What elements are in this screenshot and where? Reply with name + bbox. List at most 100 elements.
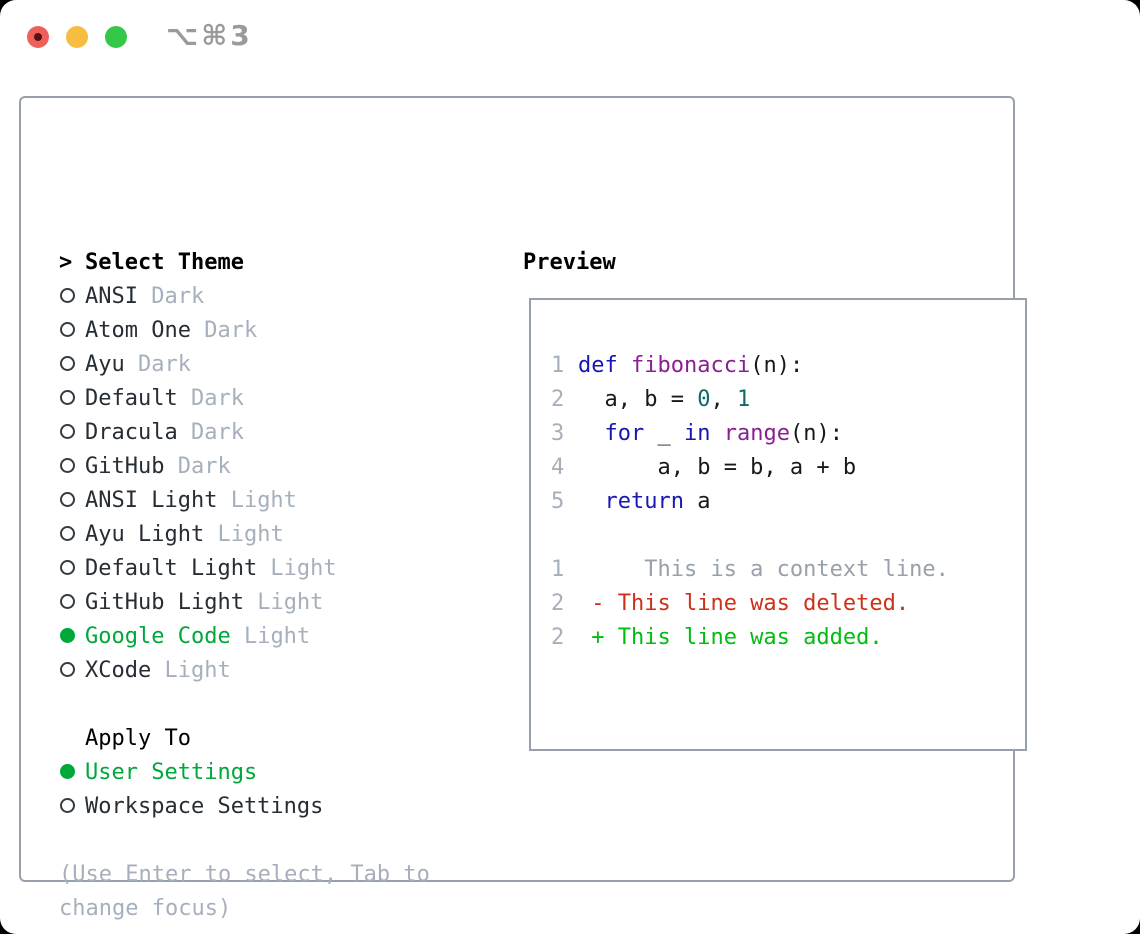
code-token: , bbox=[710, 387, 737, 412]
theme-option[interactable]: Atom One Dark bbox=[59, 314, 499, 348]
line-number: 3 bbox=[551, 421, 565, 446]
preview-title: Preview bbox=[523, 250, 616, 275]
maximize-button[interactable] bbox=[105, 26, 127, 48]
code-line: 3 for _ in range(n): bbox=[551, 417, 1025, 451]
theme-name: ANSI bbox=[85, 284, 138, 309]
diff-text: This is a context line. bbox=[578, 557, 949, 582]
select-theme-label: Select Theme bbox=[85, 250, 244, 275]
theme-name: Google Code bbox=[85, 624, 231, 649]
radio-slot bbox=[59, 756, 85, 790]
code-line: 2 a, b = 0, 1 bbox=[551, 383, 1025, 417]
apply-option-name: Workspace Settings bbox=[85, 794, 324, 819]
diff-text: - This line was deleted. bbox=[578, 591, 910, 616]
apply-to-label: Apply To bbox=[85, 726, 191, 751]
minimize-button[interactable] bbox=[66, 26, 88, 48]
theme-name: GitHub Light bbox=[85, 590, 244, 615]
radio-unselected-icon bbox=[60, 390, 75, 405]
code-token bbox=[578, 489, 605, 514]
radio-unselected-icon bbox=[60, 594, 75, 609]
close-button[interactable] bbox=[27, 26, 49, 48]
theme-variant: Light bbox=[243, 590, 324, 615]
line-number: 2 bbox=[551, 625, 565, 650]
radio-slot bbox=[59, 552, 85, 586]
theme-variant: Dark bbox=[177, 386, 244, 411]
theme-variant: Light bbox=[204, 522, 284, 547]
radio-unselected-icon bbox=[60, 424, 75, 439]
apply-option[interactable]: Workspace Settings bbox=[59, 790, 499, 824]
radio-slot bbox=[59, 280, 85, 314]
diff-text: + This line was added. bbox=[578, 625, 883, 650]
code-token: return bbox=[604, 489, 684, 514]
spacer bbox=[59, 688, 499, 722]
code-token: (n): bbox=[750, 353, 804, 378]
theme-name: GitHub bbox=[85, 454, 165, 479]
spacer bbox=[59, 824, 499, 858]
theme-option[interactable]: ANSI Light Light bbox=[59, 484, 499, 518]
radio-slot bbox=[59, 586, 85, 620]
radio-unselected-icon bbox=[60, 356, 75, 371]
code-token: _ bbox=[644, 421, 684, 446]
line-number: 1 bbox=[551, 557, 565, 582]
code-token: range bbox=[723, 421, 790, 446]
code-token bbox=[578, 421, 605, 446]
theme-option[interactable]: Ayu Dark bbox=[59, 348, 499, 382]
theme-name: XCode bbox=[85, 658, 152, 683]
line-number: 5 bbox=[551, 489, 565, 514]
code-token: for bbox=[604, 421, 645, 446]
line-number: 1 bbox=[551, 353, 565, 378]
theme-option[interactable]: ANSI Dark bbox=[59, 280, 499, 314]
code-token: 0 bbox=[697, 387, 711, 412]
radio-slot bbox=[59, 484, 85, 518]
theme-option[interactable]: GitHub Dark bbox=[59, 450, 499, 484]
theme-option[interactable]: Dracula Dark bbox=[59, 416, 499, 450]
theme-name: Atom One bbox=[85, 318, 191, 343]
code-line: 5 return a bbox=[551, 485, 1025, 519]
radio-slot bbox=[59, 382, 85, 416]
theme-name: Default bbox=[85, 386, 178, 411]
theme-option[interactable]: XCode Light bbox=[59, 654, 499, 688]
theme-variant: Dark bbox=[164, 454, 231, 479]
code-token: 1 bbox=[736, 387, 751, 412]
code-token: in bbox=[684, 421, 711, 446]
theme-option[interactable]: Default Dark bbox=[59, 382, 499, 416]
theme-variant: Dark bbox=[124, 352, 191, 377]
theme-variant: Dark bbox=[190, 318, 258, 343]
radio-slot bbox=[59, 348, 85, 382]
code-token: (n): bbox=[789, 421, 843, 446]
code-token: fibonacci bbox=[630, 353, 751, 378]
radio-slot bbox=[59, 416, 85, 450]
code-token: a, b = bbox=[578, 387, 698, 412]
code-line: 4 a, b = b, a + b bbox=[551, 451, 1025, 485]
hint-text: (Use Enter to select, Tab to change focu… bbox=[59, 862, 430, 921]
theme-variant: Light bbox=[257, 556, 337, 581]
radio-slot bbox=[59, 314, 85, 348]
apply-to-header: Apply To bbox=[59, 722, 499, 756]
preview-blank-line bbox=[551, 519, 1025, 553]
theme-variant: Dark bbox=[177, 420, 244, 445]
theme-option[interactable]: Default Light Light bbox=[59, 552, 499, 586]
radio-slot bbox=[59, 654, 85, 688]
theme-option[interactable]: GitHub Light Light bbox=[59, 586, 499, 620]
line-number: 2 bbox=[551, 591, 565, 616]
titlebar: ⌥⌘3 bbox=[0, 0, 1140, 75]
theme-variant: Light bbox=[230, 624, 311, 649]
radio-unselected-icon bbox=[60, 322, 75, 337]
line-number: 2 bbox=[551, 387, 565, 412]
radio-unselected-icon bbox=[60, 288, 75, 303]
radio-selected-icon bbox=[60, 628, 75, 643]
radio-slot bbox=[59, 790, 85, 824]
theme-option[interactable]: Google Code Light bbox=[59, 620, 499, 654]
code-token bbox=[711, 421, 724, 446]
cursor-marker: > bbox=[59, 250, 73, 275]
radio-unselected-icon bbox=[60, 492, 75, 507]
apply-option[interactable]: User Settings bbox=[59, 756, 499, 790]
radio-slot bbox=[59, 450, 85, 484]
close-dot-icon bbox=[34, 33, 42, 41]
line-number: 4 bbox=[551, 455, 565, 480]
select-theme-header: > Select Theme bbox=[59, 246, 499, 280]
theme-option[interactable]: Ayu Light Light bbox=[59, 518, 499, 552]
radio-unselected-icon bbox=[60, 798, 75, 813]
